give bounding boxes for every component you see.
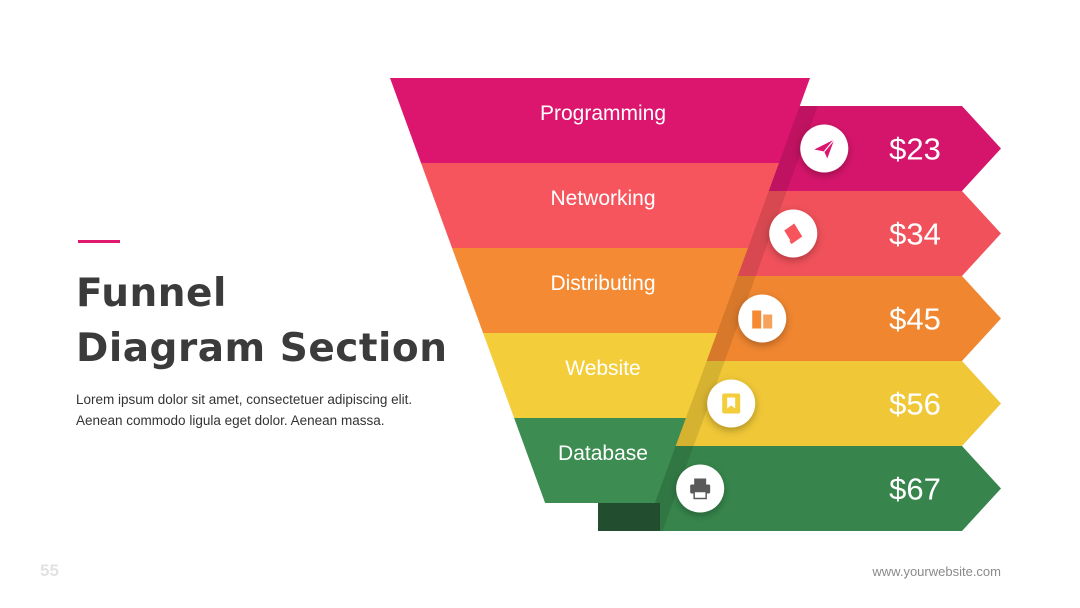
stage-value: $67 <box>889 472 941 507</box>
stage-label: Networking <box>550 187 655 210</box>
stage-value: $34 <box>889 217 941 252</box>
stage-label: Programming <box>540 102 666 125</box>
stage-value: $56 <box>889 387 941 422</box>
stage-label: Website <box>565 357 640 380</box>
slide-description: Lorem ipsum dolor sit amet, consectetuer… <box>76 389 456 431</box>
value-arrow <box>636 446 1001 531</box>
icon-circle <box>738 294 787 343</box>
title-line-2: Diagram Section <box>76 326 448 371</box>
footer-url: www.yourwebsite.com <box>872 564 1001 579</box>
book-icon <box>784 223 803 245</box>
title-line-1: Funnel <box>76 271 227 316</box>
stage-label: Database <box>558 442 648 465</box>
stage-value: $45 <box>889 302 941 337</box>
slide-title: Funnel Diagram Section <box>76 266 447 376</box>
description-line-2: Aenean commodo ligula eget dolor. Aenean… <box>76 413 385 428</box>
funnel-band <box>452 248 748 333</box>
funnel-band <box>390 78 810 163</box>
bookmark-icon <box>722 393 741 414</box>
printer-icon <box>690 478 711 500</box>
funnel-band <box>483 333 717 418</box>
value-arrow <box>667 361 1001 446</box>
funnel-band <box>514 418 686 503</box>
accent-line <box>78 240 120 243</box>
funnel-fold-shadow <box>598 503 660 531</box>
page-number: 55 <box>40 561 59 580</box>
building-icon <box>752 310 773 329</box>
funnel-band <box>421 163 779 248</box>
paper-plane-icon <box>814 139 835 159</box>
value-arrow <box>698 276 1001 361</box>
description-line-1: Lorem ipsum dolor sit amet, consectetuer… <box>76 392 413 407</box>
stage-value: $23 <box>889 132 941 167</box>
stage-label: Distributing <box>550 272 655 295</box>
